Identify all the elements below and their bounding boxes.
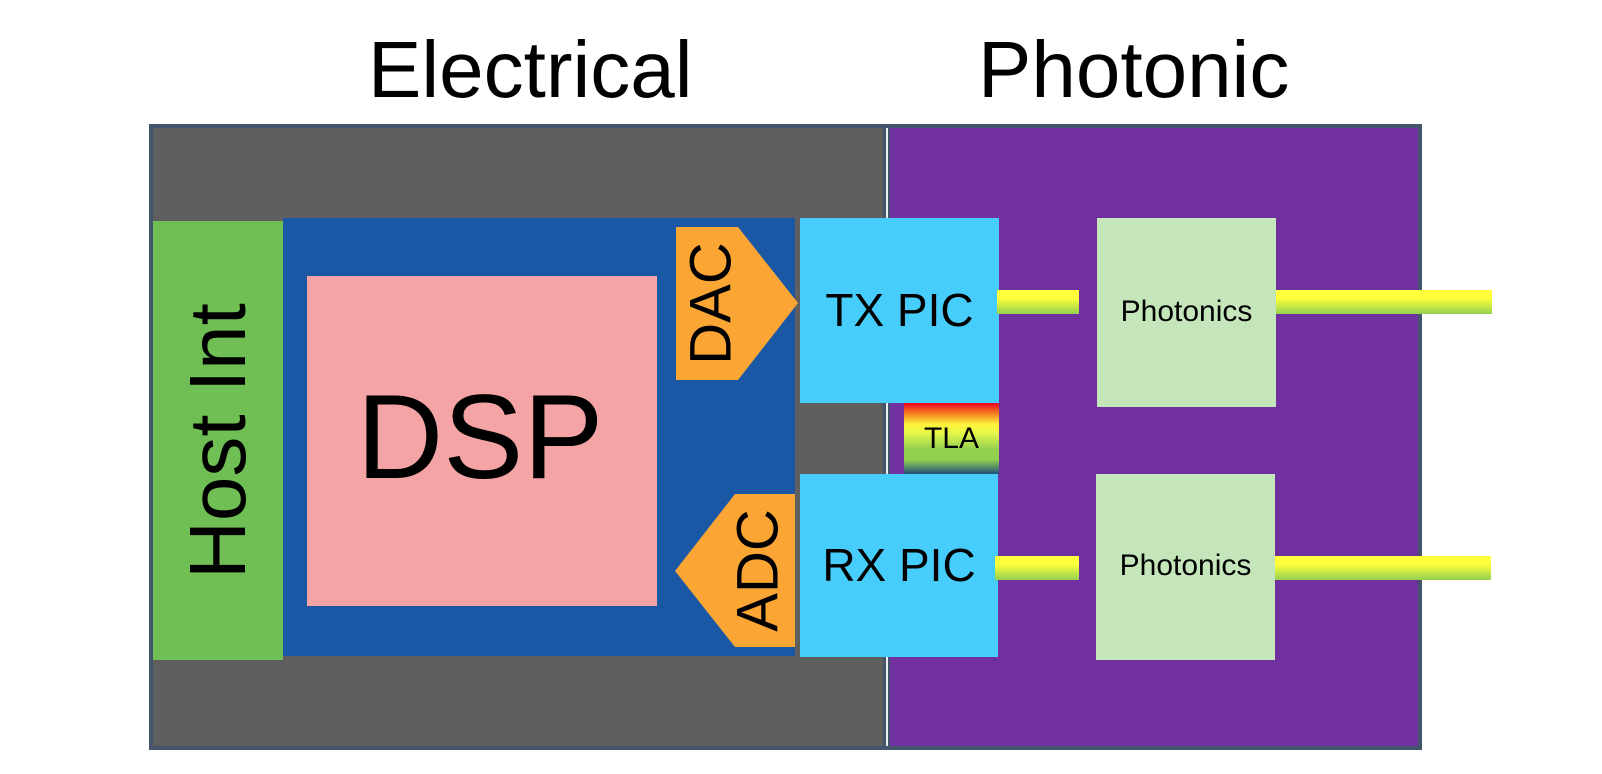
- rx-pic-block: RX PIC: [800, 474, 998, 657]
- photonics-top-label: Photonics: [1120, 294, 1253, 328]
- adc-label: ADC: [725, 509, 791, 632]
- dac-label: DAC: [678, 242, 744, 365]
- tx-pic-label: TX PIC: [825, 283, 974, 336]
- dsp-label: DSP: [356, 370, 604, 504]
- photonic-title: Photonic: [978, 25, 1290, 114]
- rx-pic-label: RX PIC: [822, 538, 976, 591]
- fiber-top-out: [1273, 290, 1492, 314]
- fiber-bottom-out: [1271, 556, 1491, 580]
- host-int-label: Host Int: [173, 302, 263, 579]
- electrical-title: Electrical: [368, 25, 693, 114]
- adc-block: ADC: [675, 494, 795, 647]
- dsp-block: DSP: [307, 276, 657, 606]
- dac-block: DAC: [676, 227, 798, 380]
- photonics-bottom-block: Photonics: [1096, 474, 1275, 660]
- tla-block: TLA: [904, 403, 999, 474]
- dac-arrow-shape: [676, 227, 798, 380]
- panel-divider: [886, 128, 888, 746]
- tla-label: TLA: [923, 421, 980, 455]
- photonics-top-block: Photonics: [1097, 218, 1276, 407]
- adc-arrow-shape: [675, 494, 795, 647]
- tx-pic-block: TX PIC: [800, 218, 999, 403]
- fiber-bottom-in: [995, 556, 1079, 580]
- photonics-bottom-label: Photonics: [1119, 549, 1252, 582]
- fiber-top-in: [997, 290, 1079, 314]
- host-int-block: Host Int: [153, 221, 283, 660]
